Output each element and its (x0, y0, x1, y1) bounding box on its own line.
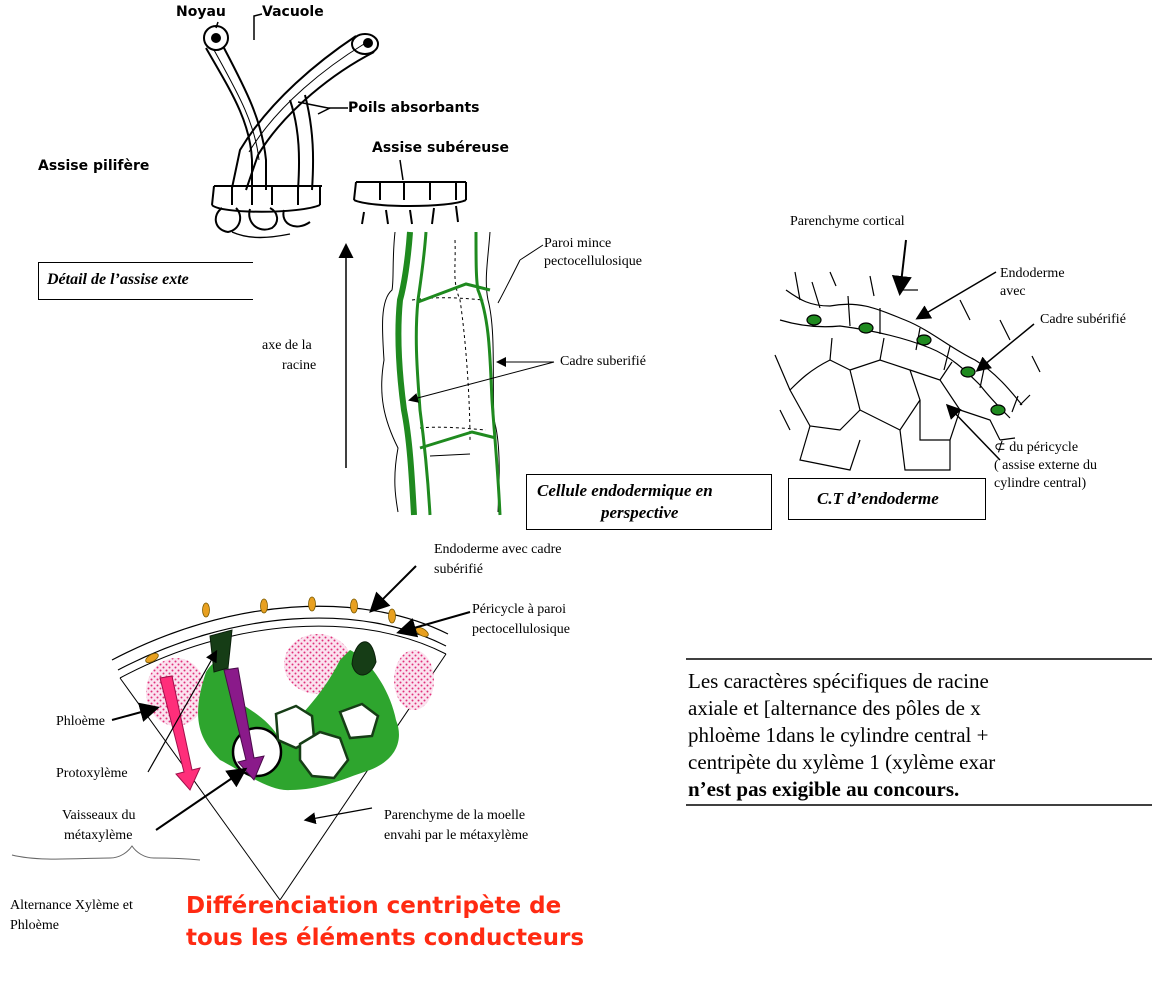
label-alternance-1: Alternance Xylème et (10, 898, 133, 914)
caption-cellule-line1: Cellule endodermique en (537, 481, 713, 501)
label-noyau: Noyau (176, 4, 226, 20)
label-pectocellulosique: pectocellulosique (544, 254, 642, 270)
note-line1: Les caractères spécifiques de racine (688, 668, 995, 695)
label-pericycle-paroi-2: pectocellulosique (472, 622, 570, 638)
label-cadre-suberifie-ct: Cadre subérifié (1040, 312, 1126, 328)
label-assise-subereuse: Assise subéreuse (372, 140, 509, 156)
label-pericycle-paroi-1: Péricycle à paroi (472, 602, 566, 618)
endodermal-cell-drawing (346, 232, 554, 515)
section-title: Différenciation centripète de tous les é… (186, 890, 584, 954)
label-alternance-2: Phloème (10, 918, 59, 934)
label-assise-pilifere: Assise pilifère (38, 158, 149, 174)
label-endoderme-cadre-1: Endoderme avec cadre (434, 542, 561, 558)
label-endoderme-avec: avec (1000, 284, 1026, 300)
label-vaisseaux-2: métaxylème (64, 828, 132, 844)
caption-ct-endoderme: C.T d’endoderme (788, 478, 986, 520)
label-parenchyme-moelle-2: envahi par le métaxylème (384, 828, 528, 844)
caption-detail-assise: Détail de l’assise exte (38, 262, 253, 300)
caption-ct-endoderme-text: C.T d’endoderme (817, 489, 939, 509)
caption-cellule-endodermique: Cellule endodermique en perspective (526, 474, 772, 530)
label-protoxyleme: Protoxylème (56, 766, 128, 782)
note-line4: centripète du xylème 1 (xylème exar (688, 749, 995, 776)
note-line3: phloème 1dans le cylindre central + (688, 722, 995, 749)
label-axe-line1: axe de la (262, 338, 312, 354)
label-axe-line2: racine (282, 358, 316, 374)
label-parenchyme-cortical: Parenchyme cortical (790, 214, 905, 230)
root-sector-drawing (12, 566, 470, 900)
note-line2: axiale et [alternance des pôles de x (688, 695, 995, 722)
label-pericycle-2: ( assise externe du (994, 458, 1097, 474)
label-endoderme-cadre-2: subérifié (434, 562, 483, 578)
label-phloeme: Phloème (56, 714, 105, 730)
label-parenchyme-moelle-1: Parenchyme de la moelle (384, 808, 525, 824)
note-line5: n’est pas exigible au concours. (688, 776, 995, 803)
root-hairs-drawing (204, 14, 466, 238)
label-cadre-suberifie: Cadre suberifié (560, 354, 646, 370)
label-pericycle-3: cylindre central) (994, 476, 1086, 492)
label-vaisseaux-1: Vaisseaux du (62, 808, 136, 824)
section-title-line2: tous les éléments conducteurs (186, 922, 584, 954)
label-vacuole: Vacuole (262, 4, 324, 20)
label-paroi-mince: Paroi mince (544, 236, 611, 252)
label-endoderme: Endoderme (1000, 266, 1065, 282)
section-title-line1: Différenciation centripète de (186, 890, 584, 922)
note-block: Les caractères spécifiques de racine axi… (688, 668, 995, 803)
caption-detail-assise-text: Détail de l’assise exte (47, 271, 189, 289)
label-poils-absorbants: Poils absorbants (348, 100, 479, 116)
caption-cellule-line2: perspective (601, 503, 678, 523)
label-pericycle-1: ⊄ du péricycle (994, 440, 1078, 456)
